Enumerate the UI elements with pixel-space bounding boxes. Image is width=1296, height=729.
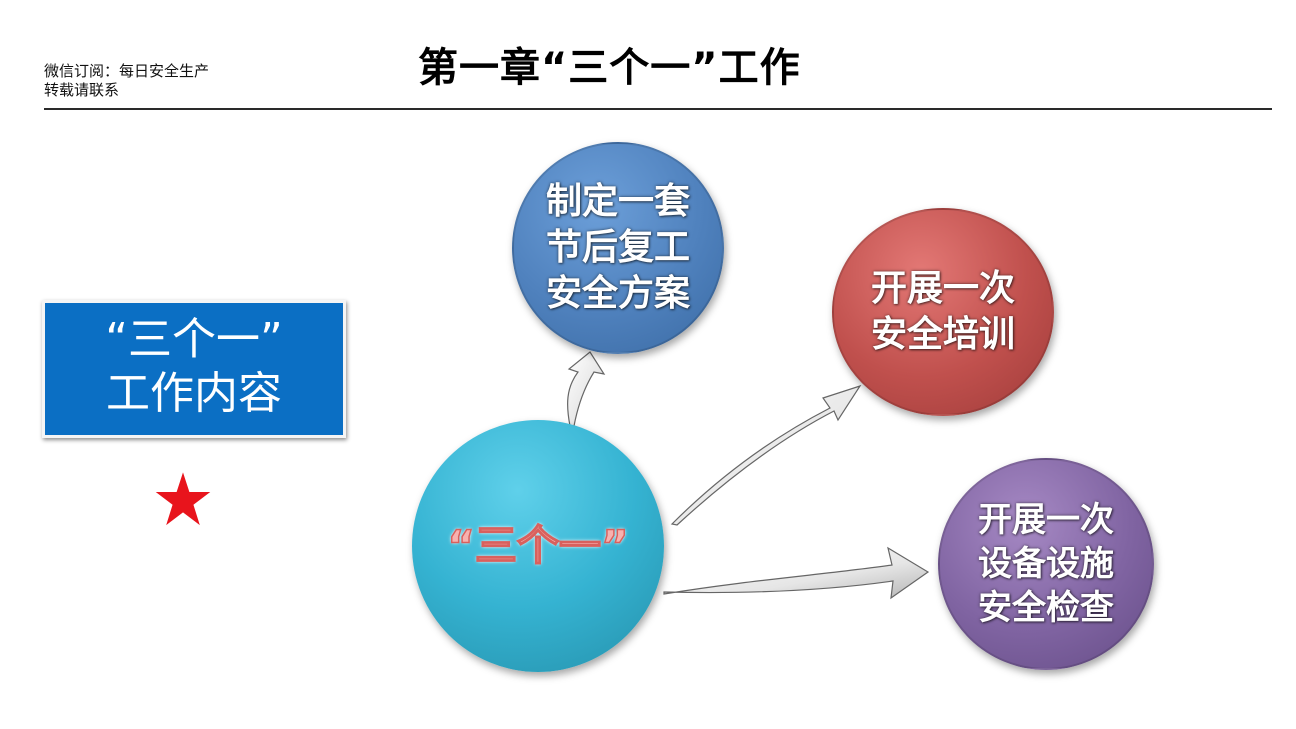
bubble-recovery-plan-text: 制定一套 节后复工 安全方案 xyxy=(545,181,690,314)
curved-arrow-icon xyxy=(567,351,606,427)
label-box-line2: 工作内容 xyxy=(106,368,282,419)
bubble-recovery-plan: 制定一套 节后复工 安全方案 xyxy=(512,142,724,354)
bubble-safety-training: 开展一次 安全培训 xyxy=(832,208,1054,416)
notice-line-subscribe: 微信订阅：每日安全生产 xyxy=(44,62,210,80)
bubble-center-three-ones: “三个一” xyxy=(412,420,664,672)
bubble-equipment-inspection-text: 开展一次 设备设施 安全检查 xyxy=(978,500,1114,628)
bubble-safety-training-text: 开展一次 安全培训 xyxy=(870,268,1015,355)
star-icon xyxy=(155,472,211,526)
label-box-line1: “三个一” xyxy=(105,314,283,365)
bubble-equipment-inspection: 开展一次 设备设施 安全检查 xyxy=(938,458,1154,670)
reprint-notice: 微信订阅：每日安全生产 转载请联系 xyxy=(44,62,209,100)
header-divider xyxy=(44,108,1272,110)
work-content-label-box: “三个一” 工作内容 xyxy=(42,300,346,438)
bubble-center-text: “三个一” xyxy=(447,520,630,571)
page-title: 第一章“三个一”工作 xyxy=(418,45,801,91)
notice-line-contact: 转载请联系 xyxy=(44,81,120,99)
curved-arrow-icon xyxy=(670,384,862,526)
curved-arrow-icon xyxy=(663,546,930,600)
